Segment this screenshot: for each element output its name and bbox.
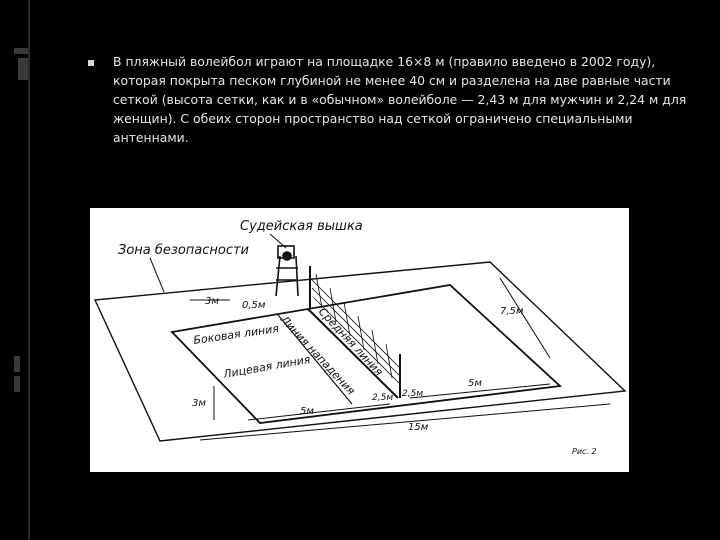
safety-zone-outline [93, 261, 627, 442]
dim-3m-top: 3м [205, 296, 219, 307]
court-diagram-svg: Судейская вышка Зона безопасности Бокова… [93, 219, 627, 456]
court-diagram: Судейская вышка Зона безопасности Бокова… [90, 208, 629, 472]
dim-25m-b: 2,5м [402, 389, 423, 399]
deco-bar-2 [18, 58, 28, 80]
leader-tower [269, 233, 287, 249]
dim-15m: 15м [408, 422, 429, 433]
leader-safety [149, 257, 165, 293]
referee-tower [275, 245, 299, 297]
net-line [307, 308, 399, 399]
deco-bar-3 [14, 356, 20, 372]
deco-bar-1 [14, 48, 28, 54]
strip-divider [28, 0, 30, 540]
dim-5m-left-line [247, 403, 391, 421]
attack-line-mark [277, 314, 353, 405]
dim-15m-line [199, 403, 611, 441]
court-outline [170, 284, 563, 424]
dim-25m-a: 2,5м [372, 393, 393, 403]
bullet-icon [88, 60, 94, 66]
dim-5m-right: 5м [468, 378, 482, 389]
deco-bar-4 [14, 376, 20, 392]
label-end-line: Лицевая линия [221, 353, 311, 381]
dim-75m: 7,5м [500, 306, 524, 317]
label-attack-line: Линия нападения [277, 312, 358, 397]
label-safety-zone: Зона безопасности [118, 243, 249, 258]
dim-75m-line [499, 277, 551, 359]
label-judge-tower: Судейская вышка [240, 219, 363, 234]
caption-fig: Рис. 2 [572, 447, 597, 456]
dim-3m-left: 3м [192, 398, 206, 409]
net-mesh [309, 273, 401, 385]
left-strip [0, 0, 28, 540]
dim-05m: 0,5м [242, 300, 266, 311]
slide-paragraph: В пляжный волейбол играют на площадке 16… [113, 54, 687, 145]
dim-5m-left: 5м [300, 406, 314, 417]
dim-5m-right-line [409, 383, 551, 399]
